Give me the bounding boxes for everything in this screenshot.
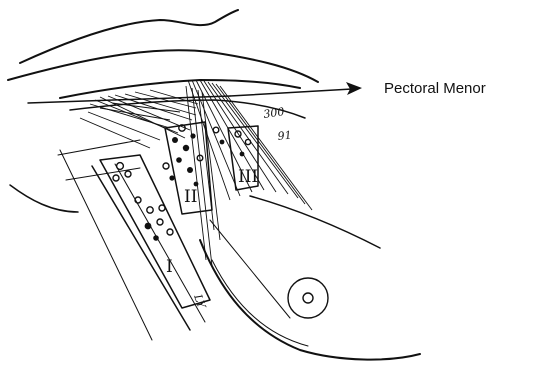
breast-curve: [200, 240, 420, 360]
chest-guide-2: [66, 168, 140, 180]
sketch-mark-300: 300: [263, 105, 286, 121]
lower-left-contour: [10, 185, 78, 212]
breast-inner-curve: [212, 260, 308, 346]
pectoral-menor-label: Pectoral Menor: [384, 80, 486, 97]
chest-guide-1: [58, 140, 140, 155]
arrow-shaft: [230, 89, 352, 96]
upper-body-curve: [8, 50, 318, 82]
level-3-label: III: [238, 167, 258, 187]
breast-diagonal: [210, 220, 290, 318]
pectoral-band-upper: [60, 80, 300, 98]
areola-outer: [288, 278, 328, 318]
shoulder-contour: [20, 10, 238, 63]
right-body-curve: [250, 196, 380, 248]
sketch-mark-ly: LY: [191, 292, 209, 312]
lymph-nodes-level-1: [113, 163, 173, 241]
lateral-line-1: [92, 166, 190, 330]
level-1-region-outline: [100, 155, 210, 308]
areola-inner: [303, 293, 313, 303]
level-1-label: I: [166, 257, 173, 277]
sketch-mark-91: 91: [277, 129, 292, 143]
level-2-label: II: [184, 187, 197, 207]
